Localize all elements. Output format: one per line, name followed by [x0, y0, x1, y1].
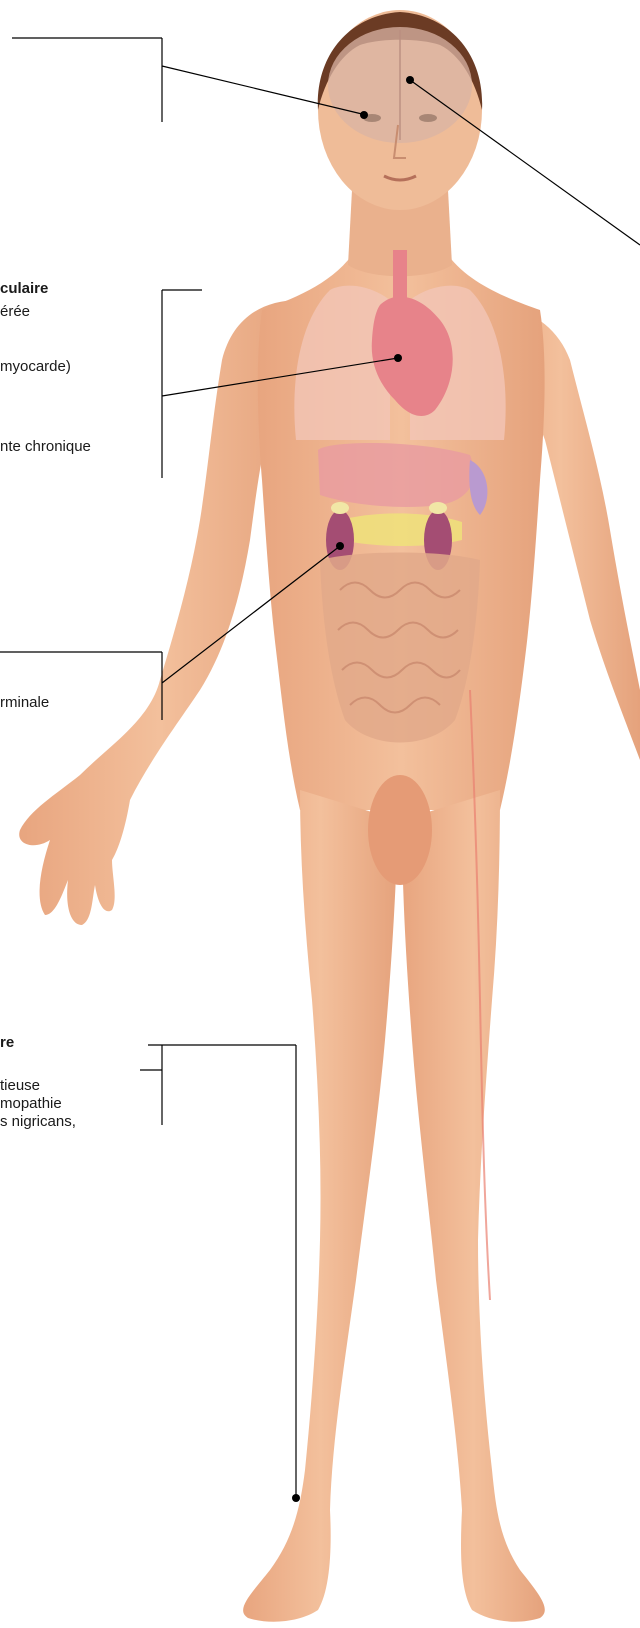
dot-brain	[406, 76, 414, 84]
right-leg	[402, 790, 545, 1622]
dot-kidney	[336, 542, 344, 550]
dot-ankle	[292, 1494, 300, 1502]
body-silhouette	[19, 10, 640, 1622]
cardio-callout-title: culaire	[0, 280, 48, 298]
skin-callout-line-1: tieuse	[0, 1077, 40, 1095]
leader-line-eye	[12, 38, 362, 122]
groin	[368, 775, 432, 885]
cardio-callout-line-2: myocarde)	[0, 358, 71, 376]
dot-heart	[394, 354, 402, 362]
skin-callout-line-2: mopathie	[0, 1095, 62, 1113]
leader-line-skin	[148, 1045, 296, 1498]
renal-callout-line-1: rminale	[0, 694, 49, 712]
cardio-callout-line-1: érée	[0, 303, 30, 321]
skin-callout-title: re	[0, 1034, 14, 1052]
liver	[318, 443, 474, 507]
skin-callout-line-3: s nigricans,	[0, 1113, 76, 1131]
dot-eye	[360, 111, 368, 119]
leader-line-skin-bracket	[140, 1045, 162, 1125]
cardio-callout-line-3: nte chronique	[0, 438, 91, 456]
left-leg	[243, 790, 398, 1622]
intestines	[320, 553, 480, 743]
